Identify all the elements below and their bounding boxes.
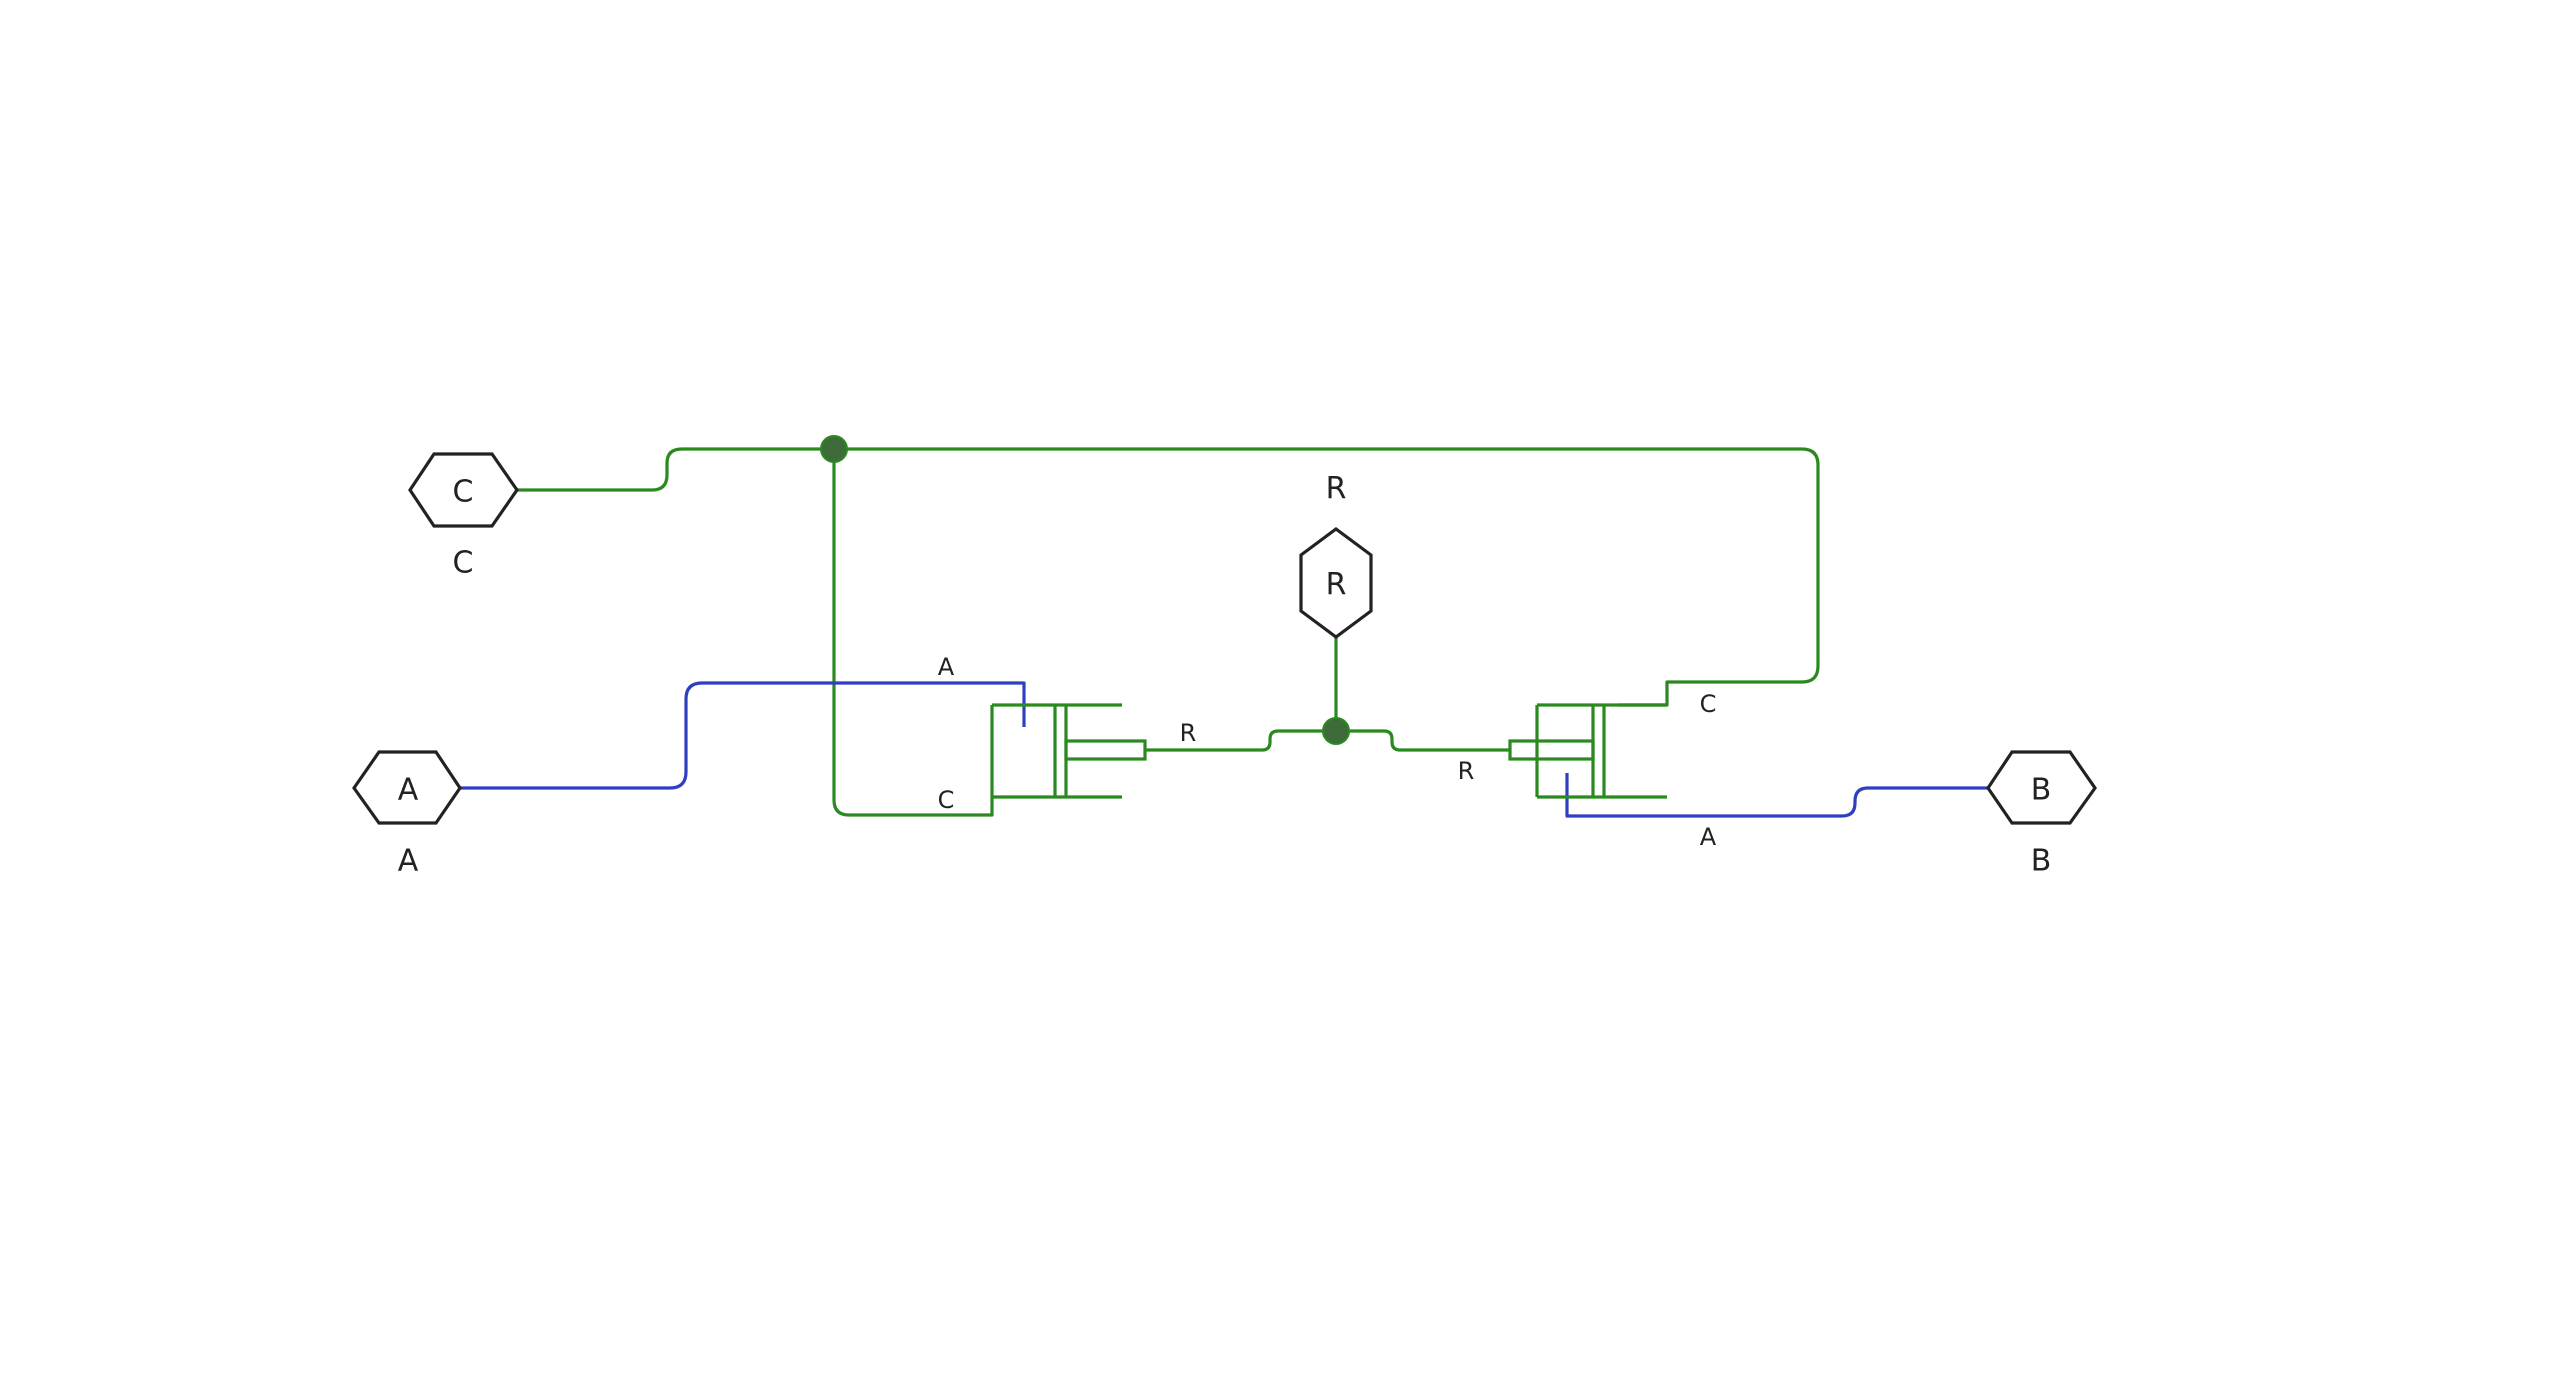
left-valve-r-label: R (1180, 719, 1197, 747)
port-c-label: C (453, 546, 474, 581)
junction-top (820, 435, 848, 463)
right-valve-r-label: R (1458, 757, 1475, 785)
right-valve[interactable] (1508, 703, 1667, 799)
port-b-symbol: B (2031, 773, 2052, 808)
wire-c-to-junction[interactable] (517, 447, 834, 492)
port-a-symbol: A (398, 773, 419, 808)
port-b-label: B (2031, 844, 2052, 879)
port-c-symbol: C (453, 475, 474, 510)
port-c[interactable]: C (408, 452, 519, 528)
port-r[interactable]: R (1299, 527, 1373, 639)
port-a-label: A (398, 844, 419, 879)
port-b[interactable]: B (1986, 750, 2097, 825)
port-a[interactable]: A (352, 750, 462, 825)
wire-b-signal[interactable] (1565, 773, 1988, 818)
right-valve-c-label: C (1700, 690, 1717, 718)
wire-left-valve-r[interactable] (1145, 729, 1336, 752)
port-r-label: R (1326, 472, 1347, 507)
wire-junction-drop[interactable] (832, 449, 994, 817)
wire-a-signal[interactable] (460, 681, 1026, 790)
wire-right-valve-r[interactable] (1336, 729, 1510, 752)
left-valve-a-label: A (938, 653, 955, 681)
junction-middle (1322, 717, 1350, 745)
left-valve[interactable] (990, 703, 1147, 799)
left-valve-c-label: C (938, 786, 955, 814)
wire-top-bus[interactable] (834, 447, 1820, 707)
port-r-symbol: R (1326, 568, 1347, 603)
right-valve-a-label: A (1700, 823, 1717, 851)
